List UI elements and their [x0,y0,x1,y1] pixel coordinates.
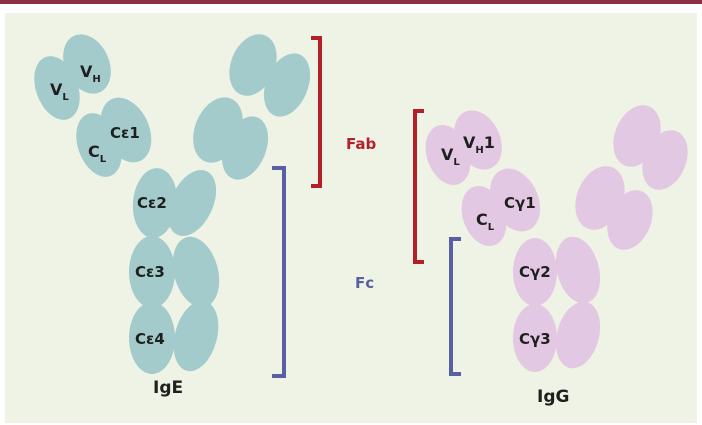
igg-right-cl-domain [607,190,653,250]
igg-labels: VL VH1 CL Cγ1 Cγ2 Cγ3 IgG [441,133,569,407]
ige-ce4-partner-domain [173,300,219,372]
ige-fab-bracket [311,36,322,188]
ige-labels: VL VH CL Cε1 Cε2 Cε3 Cε4 IgE [50,62,183,398]
fc-label: Fc [355,274,374,292]
igg-cg3-domain [513,304,557,372]
ige-right-vh-domain [229,34,277,96]
ige-molecule [34,34,311,374]
ige-title: IgE [153,378,183,398]
ige-fc-bracket [272,166,286,378]
igg-cl-label: CL [476,210,495,233]
igg-molecule [425,105,688,372]
ige-ce1-label: Cε1 [110,124,140,142]
ige-ce3-domain [129,236,175,308]
igg-cg1-domain [489,168,541,232]
ige-cl-label: CL [88,142,107,165]
igg-cg3-label: Cγ3 [519,330,551,348]
ige-ce3-label: Cε3 [135,263,165,281]
igg-title: IgG [537,387,569,407]
ige-ce4-label: Cε4 [135,330,165,348]
igg-cg1-label: Cγ1 [504,194,536,212]
igg-vl-label: VL [441,145,460,168]
ige-right-cl-domain [221,116,269,180]
ige-ce2-label: Cε2 [137,194,167,212]
igg-cg2-domain [513,238,557,306]
igg-cg3-partner-domain [555,301,601,369]
top-accent-bar [0,0,702,4]
igg-vh-label: VH1 [463,133,495,156]
igg-right-vl-domain [642,130,688,190]
ige-ce2-domain [132,168,178,238]
igg-cg2-label: Cγ2 [519,263,551,281]
ige-ce2-partner-domain [167,170,217,236]
igg-fab-bracket [413,109,424,264]
ige-ce3-partner-domain [172,236,220,308]
ige-ce4-domain [129,302,175,374]
ige-vl-label: VL [50,80,69,103]
fab-label: Fab [346,135,376,153]
igg-cg2-partner-domain [555,236,601,304]
ige-right-vl-domain [263,53,311,117]
igg-vh-domain [454,110,502,170]
ige-ce1-domain [100,97,152,163]
igg-fc-bracket [449,237,461,376]
ige-vh-label: VH [80,62,101,85]
ige-vh-domain [63,34,111,94]
